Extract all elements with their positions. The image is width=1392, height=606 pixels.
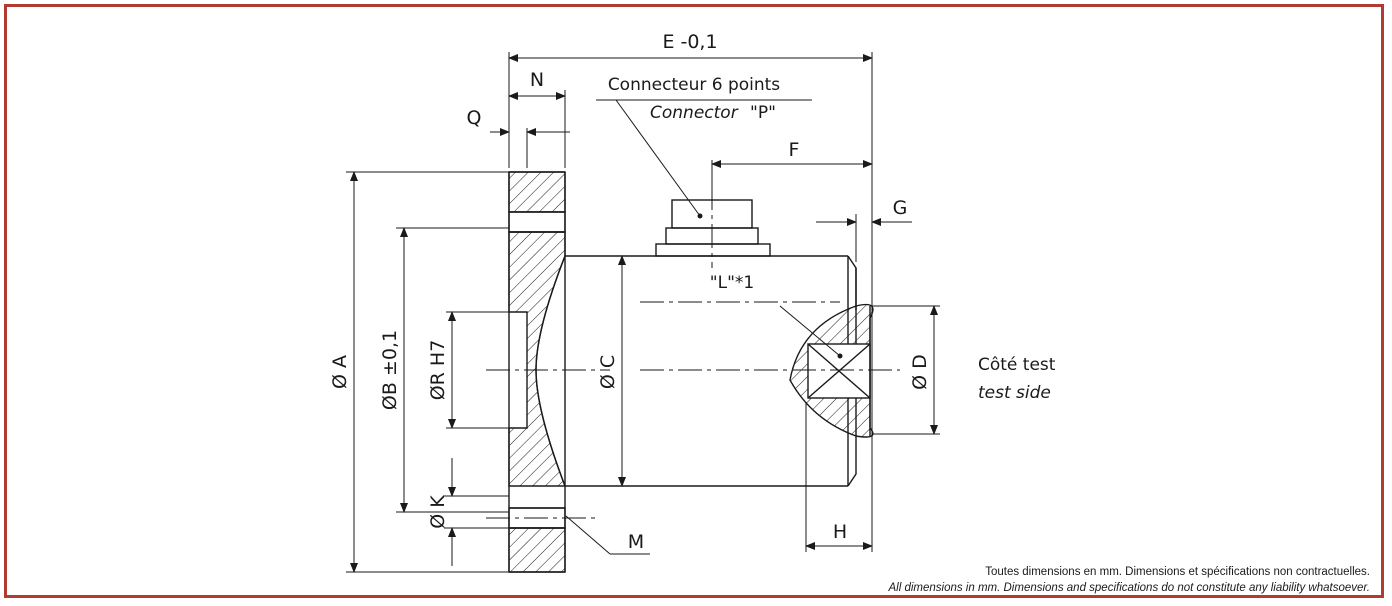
dim-f-label: F [789, 139, 800, 161]
dim-b-label: ØB ±0,1 [379, 330, 401, 410]
leader-lines [565, 99, 841, 555]
disclaimer-en: All dimensions in mm. Dimensions and spe… [888, 582, 1370, 594]
extension-lines [346, 52, 940, 573]
dim-l-label: "L"*1 [710, 273, 754, 293]
connector-label-en: Connector [650, 103, 739, 123]
test-side-label-fr: Côté test [978, 355, 1056, 375]
disclaimer-fr: Toutes dimensions en mm. Dimensions et s… [985, 566, 1370, 578]
connector-p [655, 199, 771, 257]
drawing-frame [4, 4, 1384, 598]
dim-k-label: Ø K [427, 495, 449, 529]
dim-e-label: E -0,1 [662, 31, 717, 53]
connector-label-fr: Connecteur 6 points [608, 75, 780, 95]
dim-n-label: N [530, 69, 544, 91]
dimension-lines [350, 54, 938, 573]
socket-leader-dot [837, 353, 843, 359]
flange-section [508, 171, 567, 573]
dim-h-label: H [833, 521, 847, 543]
dim-d-label: Ø D [909, 354, 931, 390]
dim-a-label: Ø A [329, 355, 351, 389]
dim-q-label: Q [467, 107, 482, 129]
dim-g-label: G [893, 197, 908, 219]
test-side-label-en: test side [978, 383, 1051, 403]
dim-r-label: ØR H7 [427, 340, 449, 401]
dim-c-label: Ø C [597, 355, 619, 389]
dim-m-label: M [628, 531, 644, 553]
connector-label-p: "P" [750, 103, 776, 123]
connector-leader-dot [697, 213, 703, 219]
center-lines [486, 186, 900, 519]
